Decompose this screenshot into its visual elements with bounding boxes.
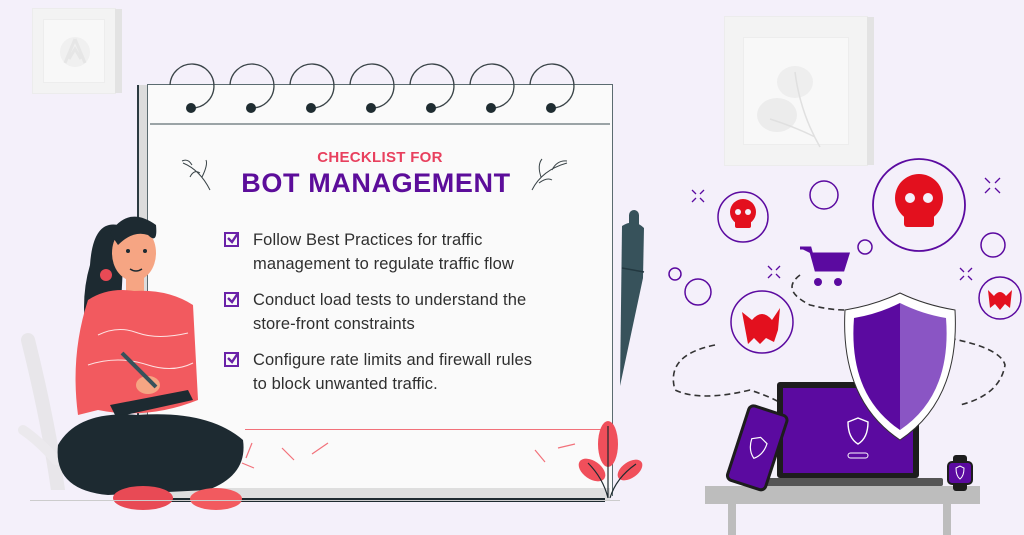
notepad-footer	[140, 488, 610, 500]
background-plant-icon	[18, 333, 65, 490]
notepad	[147, 84, 613, 496]
checklist-item: Follow Best Practices for traffic manage…	[224, 228, 594, 276]
checklist-item-text: management to regulate traffic flow	[253, 255, 514, 273]
sparkle-icon	[691, 177, 1001, 281]
checklist-item-text: Conduct load tests to understand the	[253, 291, 527, 309]
skull-icon	[730, 199, 756, 228]
floor-line	[30, 500, 620, 501]
checklist-item-text: Configure rate limits and firewall rules	[253, 351, 533, 369]
checklist-item-text: to block unwanted traffic.	[253, 375, 438, 393]
checklist-item-text: store-front constraints	[253, 315, 415, 333]
skull-icon	[895, 174, 943, 227]
notepad-header-line	[150, 123, 610, 125]
page-title: BOT MANAGEMENT	[241, 168, 511, 198]
shopping-cart-icon	[800, 246, 851, 286]
shield-icon	[749, 436, 768, 460]
checklist-item-text: Follow Best Practices for traffic	[253, 231, 483, 249]
spiral-binding-icon	[169, 63, 575, 113]
checklist-item: Conduct load tests to understand the sto…	[224, 288, 594, 336]
sprig-right-icon	[531, 158, 568, 191]
checklist: Follow Best Practices for traffic manage…	[224, 228, 594, 408]
plant-icon	[578, 421, 643, 499]
shield-icon	[955, 465, 965, 480]
checkbox-checked-icon	[224, 292, 239, 307]
shield-icon	[847, 417, 869, 445]
wall-frame-left	[32, 8, 122, 94]
checkbox-checked-icon	[224, 352, 239, 367]
wall-frame-right	[724, 16, 874, 166]
notepad-red-line	[245, 429, 605, 430]
leaf-icon	[757, 66, 821, 148]
devil-bot-icon	[988, 290, 1012, 310]
pen-icon	[620, 210, 645, 386]
devil-bot-icon	[742, 308, 780, 344]
woman-writing-illustration	[57, 216, 244, 510]
sprig-left-icon	[181, 159, 211, 191]
logo-icon	[60, 37, 90, 67]
bot-security-illustration	[668, 158, 1022, 535]
checklist-item: Configure rate limits and firewall rules…	[224, 348, 594, 396]
sparkle-dashes-icon	[241, 442, 576, 469]
shield-icon	[844, 292, 956, 441]
checkbox-checked-icon	[224, 232, 239, 247]
checklist-subtitle: CHECKLIST FOR	[317, 149, 443, 166]
